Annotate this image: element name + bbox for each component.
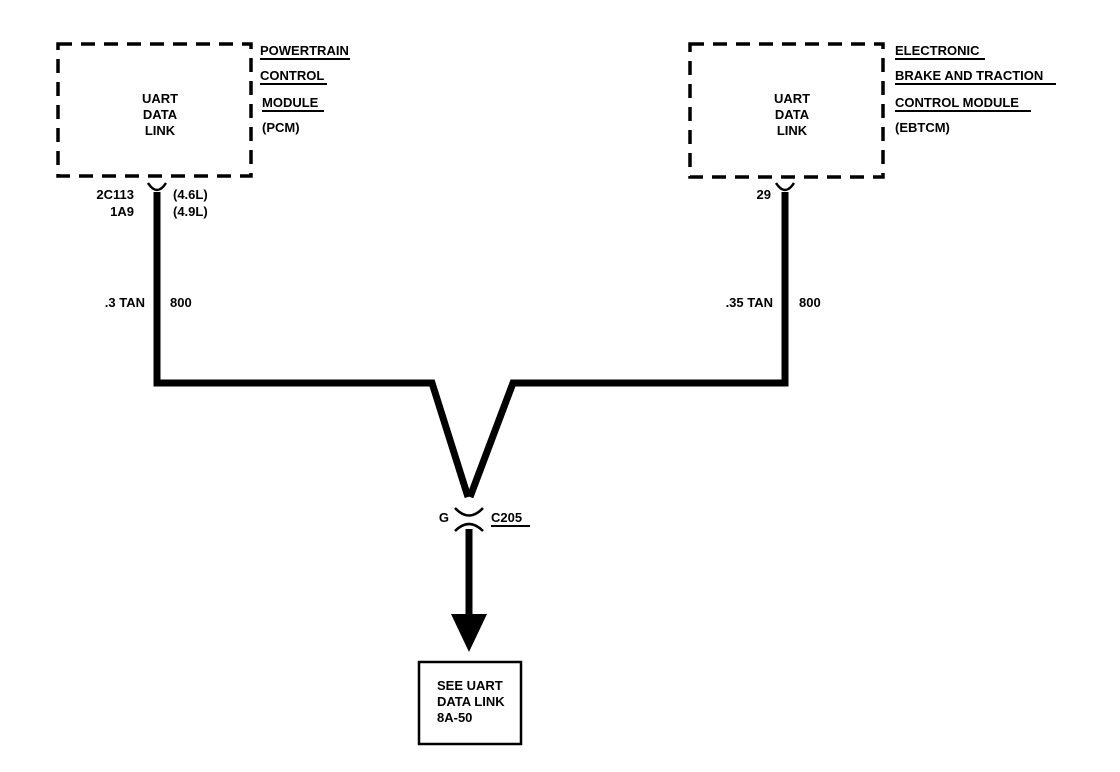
ebtcm-module-box xyxy=(688,42,885,179)
ebtcm-name-line-1: ELECTRONIC xyxy=(895,43,980,58)
ebtcm-name-line-3: CONTROL MODULE xyxy=(895,95,1019,110)
pcm-inner-line-1: UART xyxy=(142,91,178,106)
pcm-name-line-1: POWERTRAIN xyxy=(260,43,349,58)
ebtcm-wire-size-color: .35 TAN xyxy=(726,295,773,310)
connector-c205: G C205 xyxy=(439,507,530,532)
pcm-engine-2: (4.9L) xyxy=(173,204,208,219)
pcm-engine-1: (4.6L) xyxy=(173,187,208,202)
pcm-name-line-2: CONTROL xyxy=(260,68,324,83)
reference-line-1: SEE UART xyxy=(437,678,503,693)
reference-box-outline xyxy=(417,660,523,746)
reference-line-2: DATA LINK xyxy=(437,694,505,709)
ebtcm-wire-circuit: 800 xyxy=(799,295,821,310)
continuation-arrow xyxy=(451,614,487,652)
connector-male-cap xyxy=(454,522,484,532)
pcm-pin-1: 2C113 xyxy=(96,187,134,202)
connector-pin: G xyxy=(439,510,449,525)
pcm-module: UART DATA LINK POWERTRAIN CONTROL MODULE… xyxy=(56,42,350,178)
pcm-inner-line-2: DATA xyxy=(143,107,178,122)
connector-name: C205 xyxy=(491,510,522,525)
ebtcm-name-line-4: (EBTCM) xyxy=(895,120,950,135)
pcm-name-line-3: MODULE xyxy=(262,95,319,110)
pcm-terminal-cup xyxy=(146,182,168,192)
pcm-name-line-4: (PCM) xyxy=(262,120,300,135)
pcm-wire-circuit: 800 xyxy=(170,295,192,310)
connector-female-cup xyxy=(454,507,484,517)
ebtcm-module: UART DATA LINK ELECTRONIC BRAKE AND TRAC… xyxy=(688,42,1056,179)
pcm-terminal: 2C113 1A9 (4.6L) (4.9L) xyxy=(96,182,208,219)
wire-harness xyxy=(153,192,789,620)
ebtcm-pin: 29 xyxy=(757,187,771,202)
pcm-module-box xyxy=(56,42,253,178)
ebtcm-inner-line-1: UART xyxy=(774,91,810,106)
ebtcm-wire xyxy=(466,192,789,499)
pcm-inner-line-3: LINK xyxy=(145,123,176,138)
reference-line-3: 8A-50 xyxy=(437,710,472,725)
ebtcm-inner-line-2: DATA xyxy=(775,107,810,122)
ebtcm-terminal-cup xyxy=(774,182,796,192)
pcm-pin-2: 1A9 xyxy=(110,204,134,219)
reference-box: SEE UART DATA LINK 8A-50 xyxy=(417,660,523,746)
ebtcm-name-line-2: BRAKE AND TRACTION xyxy=(895,68,1043,83)
ebtcm-inner-line-3: LINK xyxy=(777,123,808,138)
pcm-wire xyxy=(153,192,472,499)
pcm-wire-size-color: .3 TAN xyxy=(105,295,145,310)
ebtcm-terminal: 29 xyxy=(757,182,796,202)
